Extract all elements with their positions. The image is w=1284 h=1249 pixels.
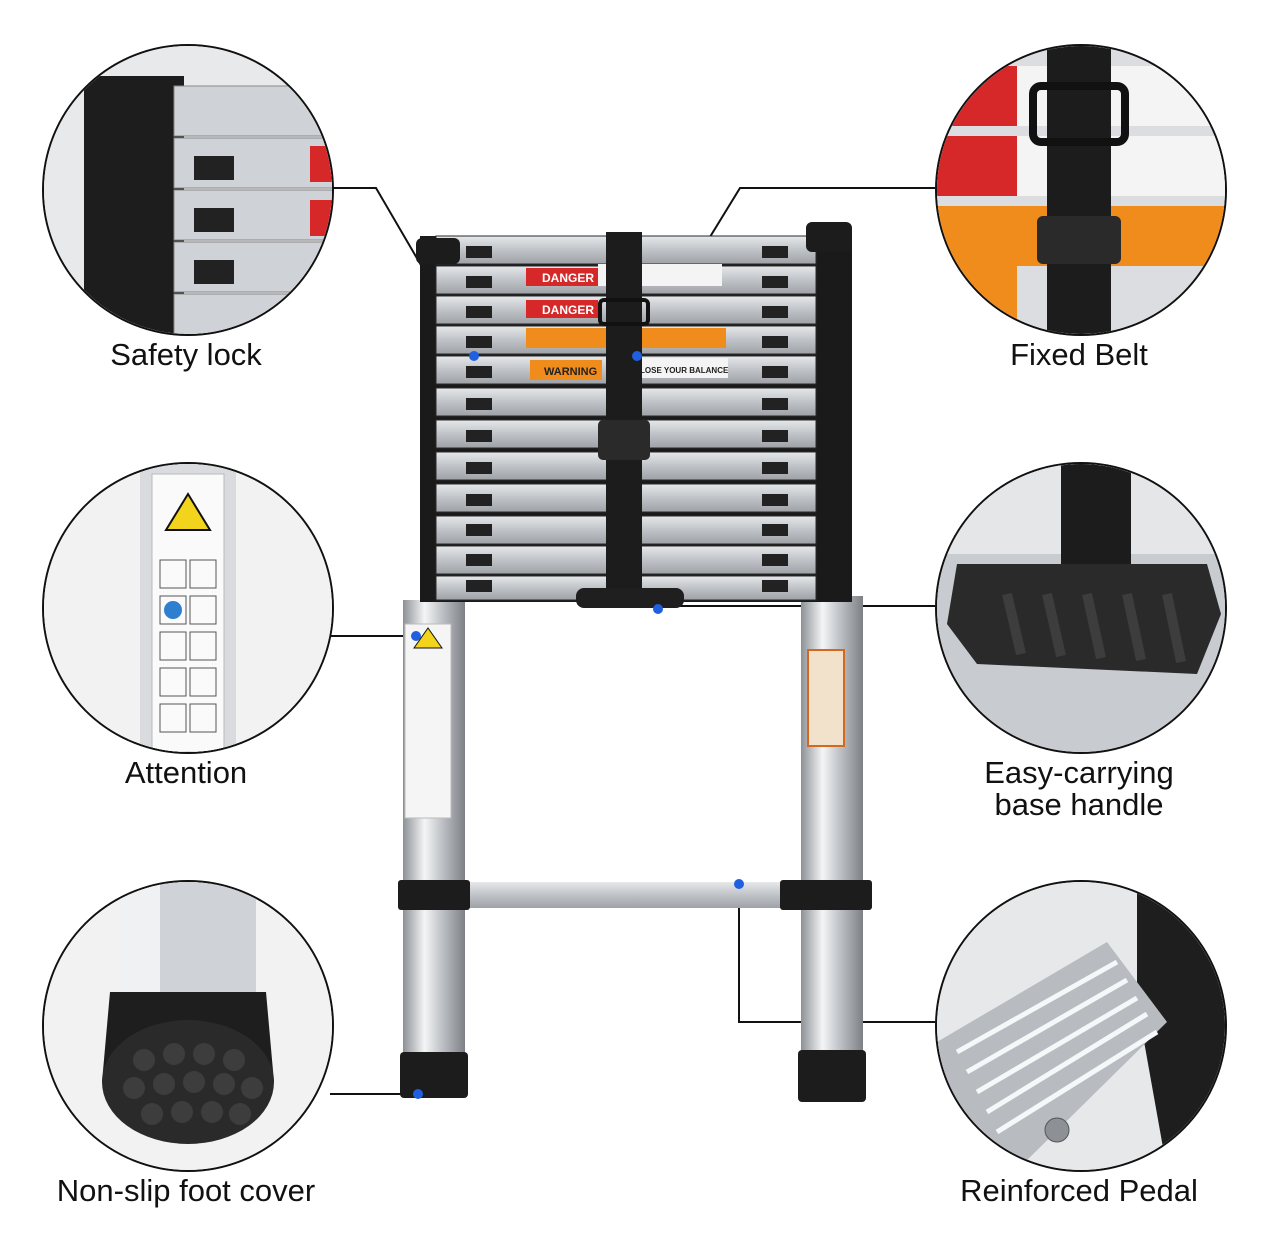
fixed-belt-closeup — [935, 44, 1227, 336]
safety-lock-closeup — [42, 44, 334, 336]
ladder-warning: WARNING — [544, 366, 597, 378]
attention-closeup — [42, 462, 334, 754]
foot-left — [400, 1052, 468, 1098]
label-safety-lock: Safety lock — [110, 337, 262, 372]
ladder-danger-2: DANGER — [542, 303, 594, 317]
foot-cover-closeup — [42, 880, 334, 1172]
pedal-image — [937, 882, 1225, 1170]
dot-foot — [413, 1089, 423, 1099]
dot-pedal — [734, 879, 744, 889]
label-foot-cover: Non-slip foot cover — [56, 1173, 316, 1208]
line-pedal — [738, 884, 935, 1023]
label-attention: Attention — [124, 755, 248, 790]
ladder-danger-1: DANGER — [542, 271, 594, 285]
label-fixed-belt: Fixed Belt — [1010, 337, 1148, 372]
rung-stack: DANGER DANGER WARNING LOSE YOUR BALANCE — [416, 222, 852, 608]
label-pedal: Reinforced Pedal — [960, 1173, 1198, 1208]
dot-safety-lock — [469, 351, 479, 361]
label-base-handle-line1: Easy-carrying — [984, 755, 1174, 790]
base-handle-image — [937, 464, 1225, 752]
foot-right — [798, 1050, 866, 1102]
ladder-lose-balance: LOSE YOUR BALANCE — [640, 366, 729, 375]
base-handle — [576, 588, 684, 608]
base-handle-closeup — [935, 462, 1227, 754]
safety-lock-image — [44, 46, 332, 334]
fixed-belt-image — [937, 46, 1225, 334]
foot-cover-image — [44, 882, 332, 1170]
dot-attention — [411, 631, 421, 641]
dot-fixed-belt — [632, 351, 642, 361]
attention-image — [44, 464, 332, 752]
belt-strap — [606, 232, 642, 596]
pedal-closeup — [935, 880, 1227, 1172]
label-base-handle-line2: base handle — [994, 787, 1164, 822]
dot-base-handle — [653, 604, 663, 614]
